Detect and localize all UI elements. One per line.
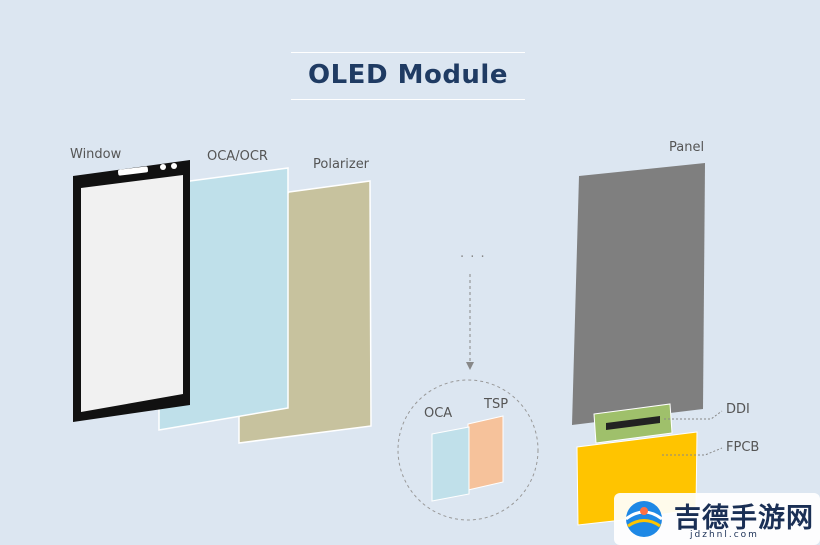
label-panel: Panel bbox=[669, 140, 705, 155]
title-rule-bottom bbox=[291, 99, 525, 100]
label-tsp: TSP bbox=[484, 397, 509, 412]
label-oca: OCA bbox=[424, 406, 453, 421]
watermark-subtext: jdzhnl.com bbox=[690, 530, 759, 540]
ddi-chip bbox=[606, 416, 660, 430]
watermark-badge bbox=[614, 493, 820, 545]
watermark-logo-icon bbox=[625, 501, 663, 537]
label-ddi: DDI bbox=[726, 402, 750, 417]
zoom-circle bbox=[397, 379, 539, 521]
window-sensor-icon bbox=[171, 163, 177, 169]
oca-small-layer bbox=[431, 426, 470, 502]
label-polarizer: Polarizer bbox=[313, 157, 370, 172]
arrow-head-icon bbox=[466, 362, 474, 370]
label-window: Window bbox=[70, 147, 122, 162]
window-glass bbox=[81, 175, 183, 412]
tsp-layer bbox=[467, 415, 504, 491]
window-speaker-icon bbox=[117, 166, 149, 176]
ddi-leader-line bbox=[664, 410, 723, 420]
label-ellipsis: · · · bbox=[460, 250, 486, 265]
panel-layer bbox=[572, 163, 705, 425]
watermark-text: 吉德手游网 bbox=[674, 503, 814, 534]
label-oca-ocr: OCA/OCR bbox=[207, 149, 268, 164]
window-camera-icon bbox=[160, 164, 166, 170]
title-rule-top bbox=[291, 52, 525, 53]
page-title: OLED Module bbox=[308, 60, 508, 90]
label-fpcb: FPCB bbox=[726, 440, 760, 455]
